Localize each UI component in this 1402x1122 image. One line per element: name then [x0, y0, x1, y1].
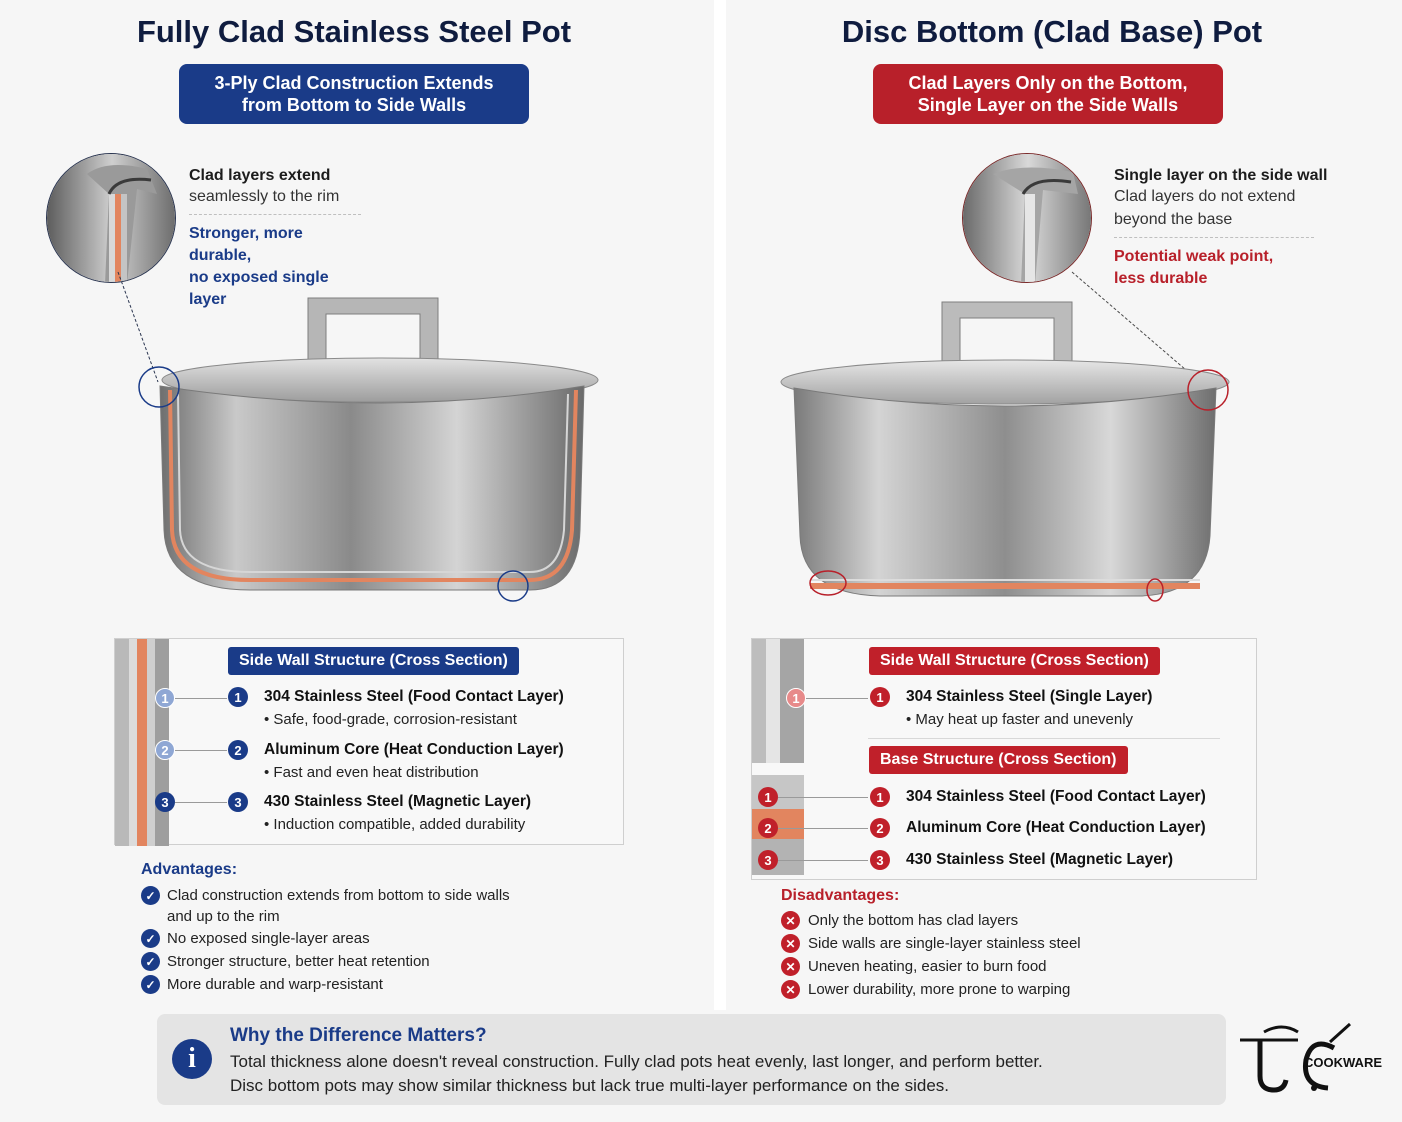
right-base-leader-3: [778, 860, 868, 861]
left-layer-1-desc: • Safe, food-grade, corrosion-resistant: [264, 711, 517, 728]
right-base-layer-1-name: 304 Stainless Steel (Food Contact Layer): [906, 788, 1206, 805]
why-line-1: Total thickness alone doesn't reveal con…: [230, 1052, 1043, 1071]
cross-icon: ✕: [781, 980, 800, 999]
left-layer-2-badge: 2: [228, 740, 248, 760]
right-note-line-1: Clad layers do not extend: [1114, 188, 1296, 205]
left-leader-2: [175, 750, 227, 751]
left-note-accent-2: no exposed single layer: [189, 269, 329, 308]
right-base-marker-1: 1: [758, 787, 778, 807]
center-divider: [714, 0, 726, 1010]
right-note: Single layer on the side wall Clad layer…: [1114, 167, 1354, 290]
left-layer-2-desc: • Fast and even heat distribution: [264, 764, 479, 781]
left-title: Fully Clad Stainless Steel Pot: [136, 14, 572, 49]
right-base-layer-3-name: 430 Stainless Steel (Magnetic Layer): [906, 851, 1174, 868]
right-base-layer-2-name: Aluminum Core (Heat Conduction Layer): [906, 819, 1206, 836]
right-note-accent-1: Potential weak point,: [1114, 248, 1274, 265]
why-title: Why the Difference Matters?: [230, 1025, 487, 1046]
left-note-divider: [189, 214, 361, 215]
right-note-divider: [1114, 237, 1314, 238]
cross-icon: ✕: [781, 957, 800, 976]
pot-logo-icon: [1240, 1022, 1352, 1093]
left-pill: 3-Ply Clad Construction Extends from Bot…: [179, 64, 529, 124]
right-base-layer-3-badge: 3: [870, 850, 890, 870]
right-note-line-2: beyond the base: [1114, 211, 1233, 228]
right-side-layer-badge: 1: [870, 687, 890, 707]
advantage-item-3: Stronger structure, better heat retentio…: [167, 953, 430, 970]
check-icon: ✓: [141, 975, 160, 994]
right-base-tag: Base Structure (Cross Section): [869, 746, 1128, 774]
left-note-line: seamlessly to the rim: [189, 188, 340, 205]
advantage-item-1-line-1: Clad construction extends from bottom to…: [167, 887, 510, 904]
left-layer-1-badge: 1: [228, 687, 248, 707]
advantage-item-2: No exposed single-layer areas: [167, 930, 370, 947]
left-layer-3-desc: • Induction compatible, added durability: [264, 816, 526, 833]
right-side-layer-name: 304 Stainless Steel (Single Layer): [906, 688, 1153, 705]
right-zoom-leader: [1071, 271, 1201, 383]
left-pot-illustration: [138, 297, 599, 602]
left-pill-line-2: from Bottom to Side Walls: [241, 95, 467, 115]
right-pill: Clad Layers Only on the Bottom, Single L…: [873, 64, 1223, 124]
left-note: Clad layers extend seamlessly to the rim…: [189, 167, 369, 311]
right-rim-zoom-circle: [962, 153, 1092, 283]
right-base-marker-2: 2: [758, 818, 778, 838]
left-marker-1: 1: [155, 688, 175, 708]
left-layer-1-name: 304 Stainless Steel (Food Contact Layer): [264, 688, 564, 705]
right-side-wall-tag: Side Wall Structure (Cross Section): [869, 647, 1160, 675]
right-note-heading: Single layer on the side wall: [1114, 167, 1328, 184]
disadvantages-title: Disadvantages:: [781, 887, 900, 904]
check-icon: ✓: [141, 952, 160, 971]
right-pot-illustration: [780, 301, 1230, 602]
right-base-layer-1-badge: 1: [870, 787, 890, 807]
right-side-layer-desc: • May heat up faster and unevenly: [906, 711, 1134, 728]
right-base-marker-3: 3: [758, 850, 778, 870]
advantage-item-1: Clad construction extends from bottom to…: [167, 885, 510, 927]
left-note-accent-1: Stronger, more durable,: [189, 225, 303, 264]
why-it-matters-panel: i Why the Difference Matters? Total thic…: [157, 1014, 1226, 1105]
check-icon: ✓: [141, 929, 160, 948]
left-zoom-leader: [117, 271, 159, 383]
right-pill-line-1: Clad Layers Only on the Bottom,: [908, 73, 1188, 93]
right-side-leader: [806, 698, 868, 699]
advantages-title: Advantages:: [141, 861, 238, 878]
right-title: Disc Bottom (Clad Base) Pot: [841, 14, 1263, 49]
why-line-2: Disc bottom pots may show similar thickn…: [230, 1076, 949, 1095]
advantage-item-1-line-2: and up to the rim: [167, 908, 280, 925]
right-base-leader-1: [778, 797, 868, 798]
disadvantage-item-1: Only the bottom has clad layers: [808, 912, 1019, 929]
left-leader-1: [175, 698, 227, 699]
left-marker-2: 2: [155, 740, 175, 760]
advantage-item-4: More durable and warp-resistant: [167, 976, 383, 993]
disadvantage-item-2: Side walls are single-layer stainless st…: [808, 935, 1081, 952]
left-side-wall-tag: Side Wall Structure (Cross Section): [228, 647, 519, 675]
left-layer-2-name: Aluminum Core (Heat Conduction Layer): [264, 741, 564, 758]
left-layer-3-name: 430 Stainless Steel (Magnetic Layer): [264, 793, 532, 810]
right-side-marker-1: 1: [786, 688, 806, 708]
left-leader-3: [175, 802, 227, 803]
left-layer-3-badge: 3: [228, 792, 248, 812]
left-pill-line-1: 3-Ply Clad Construction Extends: [214, 73, 494, 93]
right-pill-line-2: Single Layer on the Side Walls: [917, 95, 1179, 115]
left-rim-zoom-circle: [46, 153, 176, 283]
right-struct-separator: [868, 738, 1220, 739]
cross-icon: ✕: [781, 911, 800, 930]
cross-icon: ✕: [781, 934, 800, 953]
right-base-layer-2-badge: 2: [870, 818, 890, 838]
info-icon: i: [172, 1039, 212, 1079]
check-icon: ✓: [141, 886, 160, 905]
left-marker-3: 3: [155, 792, 175, 812]
logo-text: COOKWARE: [1304, 1055, 1382, 1070]
left-note-heading: Clad layers extend: [189, 167, 331, 184]
why-text: Total thickness alone doesn't reveal con…: [230, 1050, 1043, 1098]
right-note-accent-2: less durable: [1114, 270, 1208, 287]
brand-logo: COOKWARE: [1234, 1018, 1384, 1098]
disadvantage-item-3: Uneven heating, easier to burn food: [808, 958, 1047, 975]
right-base-leader-2: [778, 828, 868, 829]
disadvantage-item-4: Lower durability, more prone to warping: [808, 981, 1071, 998]
